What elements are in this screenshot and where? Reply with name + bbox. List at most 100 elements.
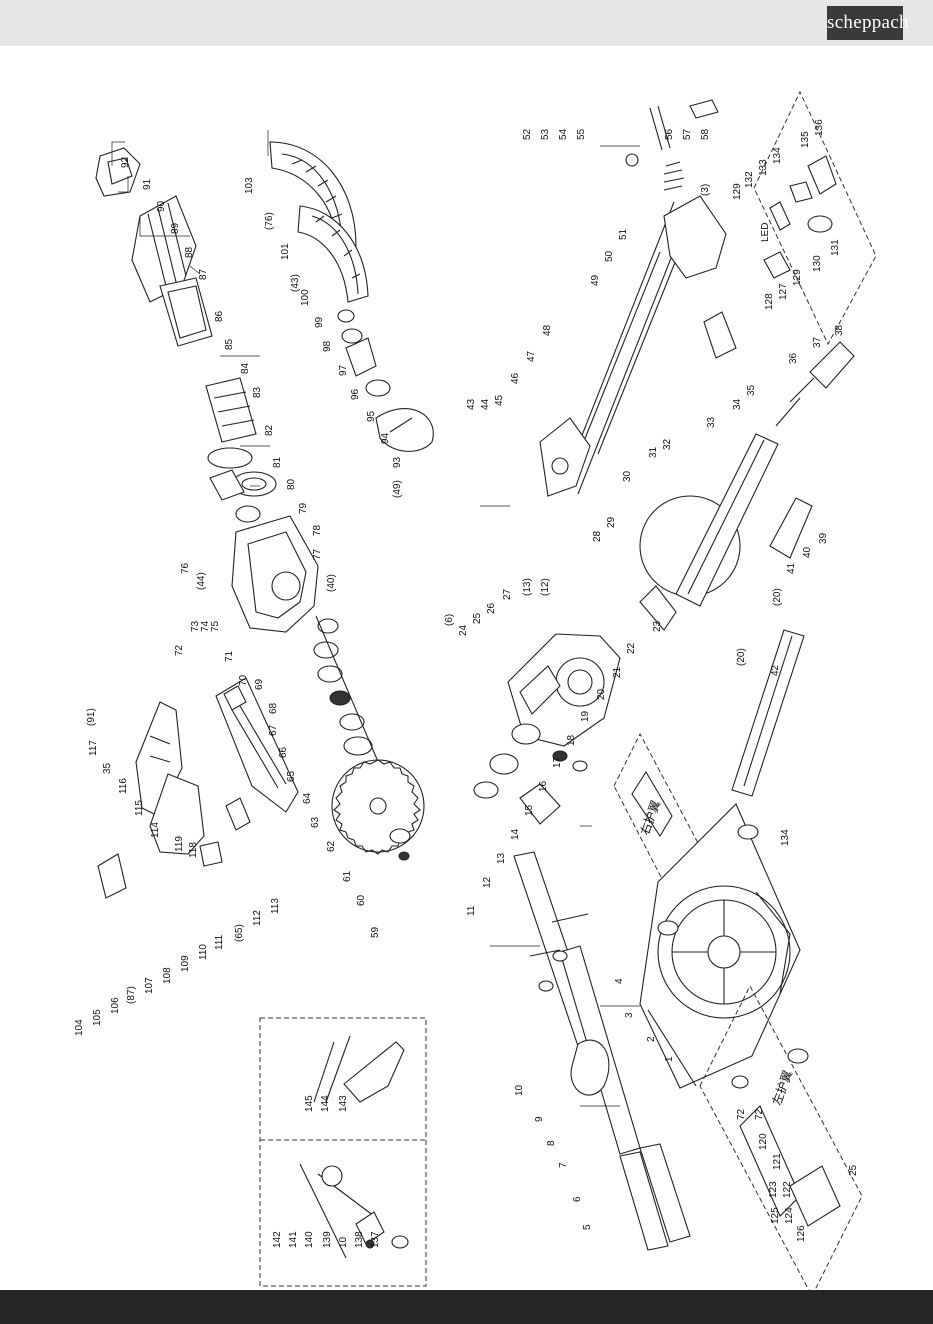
label-94: 94 — [380, 432, 391, 444]
label-111: 111 — [214, 934, 225, 950]
label-106: 106 — [110, 997, 121, 1014]
label-9: 9 — [534, 1116, 545, 1122]
label-59: 59 — [370, 926, 381, 938]
label-78: 78 — [312, 524, 323, 536]
label-17: 17 — [552, 756, 563, 768]
label-75: 75 — [210, 620, 221, 632]
label-103: 103 — [244, 177, 255, 194]
label-134: 134 — [780, 829, 791, 846]
label-84: 84 — [240, 362, 251, 374]
label-1: 1 — [664, 1056, 675, 1062]
right-table-extension — [613, 629, 805, 908]
label-13-ref: (13) — [522, 578, 533, 596]
label-48: 48 — [542, 324, 553, 336]
label-92: 92 — [120, 156, 131, 168]
label-16: 16 — [538, 780, 549, 792]
label-112: 112 — [252, 910, 263, 926]
label-124: 124 — [784, 1207, 795, 1224]
label-121: 121 — [772, 1153, 783, 1170]
header-bar: scheppach — [0, 0, 933, 46]
handle-assembly — [97, 677, 299, 899]
label-68: 68 — [268, 702, 279, 714]
label-65-ref: (65) — [234, 924, 245, 942]
label-86: 86 — [214, 310, 225, 322]
label-20: 20 — [596, 688, 607, 700]
labels-pivot-group: (6) 24 25 26 27 (13) (12) 28 29 30 31 32… — [444, 324, 845, 888]
label-67: 67 — [268, 724, 279, 736]
label-107: 107 — [144, 977, 155, 994]
label-49: 49 — [590, 274, 601, 286]
label-127: 127 — [778, 283, 789, 300]
label-42: 42 — [770, 664, 781, 676]
label-88: 88 — [184, 246, 195, 258]
label-54: 54 — [558, 128, 569, 140]
label-32: 32 — [662, 438, 673, 450]
label-145: 145 — [304, 1095, 315, 1112]
labels-fence-group: 42 (20) 134 11 4 3 2 1 10 9 8 7 6 5 — [466, 648, 791, 1230]
label-31: 31 — [648, 446, 659, 458]
footer-bar — [0, 1290, 933, 1324]
label-23: 23 — [652, 620, 663, 632]
label-50: 50 — [604, 250, 615, 262]
label-62: 62 — [326, 840, 337, 852]
label-27: 27 — [502, 588, 513, 600]
label-40-ref: (40) — [326, 574, 337, 592]
exploded-parts-diagram: 92 91 90 89 88 87 86 85 84 83 82 81 80 7… — [74, 90, 877, 1290]
labels-led-group: 136 135 134 133 132 129 LED 131 130 129 … — [732, 119, 841, 310]
base-turntable — [639, 803, 809, 1089]
labels-handle-group: (91) 117 35 116 115 114 119 118 104 105 … — [74, 708, 281, 1036]
label-30: 30 — [622, 470, 633, 482]
label-20-ref: (20) — [772, 588, 783, 606]
label-34: 34 — [732, 398, 743, 410]
blade-guard-assembly — [269, 141, 434, 452]
label-70: 70 — [238, 674, 249, 686]
label-40: 40 — [802, 546, 813, 558]
label-108: 108 — [162, 967, 173, 984]
left-fence-assembly — [513, 851, 691, 1251]
label-33: 33 — [706, 416, 717, 428]
label-87-ref: (87) — [126, 986, 137, 1004]
label-87: 87 — [198, 268, 209, 280]
label-129-a: 129 — [732, 183, 743, 200]
label-82: 82 — [264, 424, 275, 436]
label-90: 90 — [156, 200, 167, 212]
label-51: 51 — [618, 228, 629, 240]
label-43: 43 — [466, 398, 477, 410]
label-129-b: 129 — [792, 269, 803, 286]
label-72-b: 72 — [754, 1108, 765, 1120]
brand-logo: scheppach — [827, 6, 909, 40]
led-assembly-box — [753, 90, 877, 346]
label-29: 29 — [606, 516, 617, 528]
label-141: 141 — [288, 1231, 299, 1248]
label-44-ref: (44) — [196, 572, 207, 590]
label-3-ref: (3) — [700, 184, 711, 196]
label-39: 39 — [818, 532, 829, 544]
label-80: 80 — [286, 478, 297, 490]
label-12-ref: (12) — [540, 578, 551, 596]
label-74: 74 — [200, 620, 211, 632]
label-135: 135 — [800, 131, 811, 148]
label-140: 140 — [304, 1231, 315, 1248]
label-52: 52 — [522, 128, 533, 140]
label-91-ref: (91) — [86, 708, 97, 726]
label-97: 97 — [338, 364, 349, 376]
label-56: 56 — [664, 128, 675, 140]
pivot-arm-assembly — [473, 341, 855, 825]
label-113: 113 — [270, 898, 281, 914]
label-105: 105 — [92, 1009, 103, 1026]
label-115: 115 — [134, 800, 145, 816]
label-12: 12 — [482, 876, 493, 888]
labels-kit-group: 142 141 140 139 10 138 137 145 144 143 — [272, 1095, 381, 1248]
label-72: 72 — [174, 644, 185, 656]
label-38: 38 — [834, 324, 845, 336]
label-10: 10 — [514, 1084, 525, 1096]
label-53: 53 — [540, 128, 551, 140]
slide-rail-assembly — [539, 99, 737, 497]
label-41: 41 — [786, 562, 797, 574]
label-125: 125 — [770, 1207, 781, 1224]
label-3: 3 — [624, 1012, 635, 1018]
label-109: 109 — [180, 955, 191, 972]
label-10-kit: 10 — [338, 1236, 349, 1248]
label-134-led: 134 — [772, 147, 783, 164]
label-79: 79 — [298, 502, 309, 514]
